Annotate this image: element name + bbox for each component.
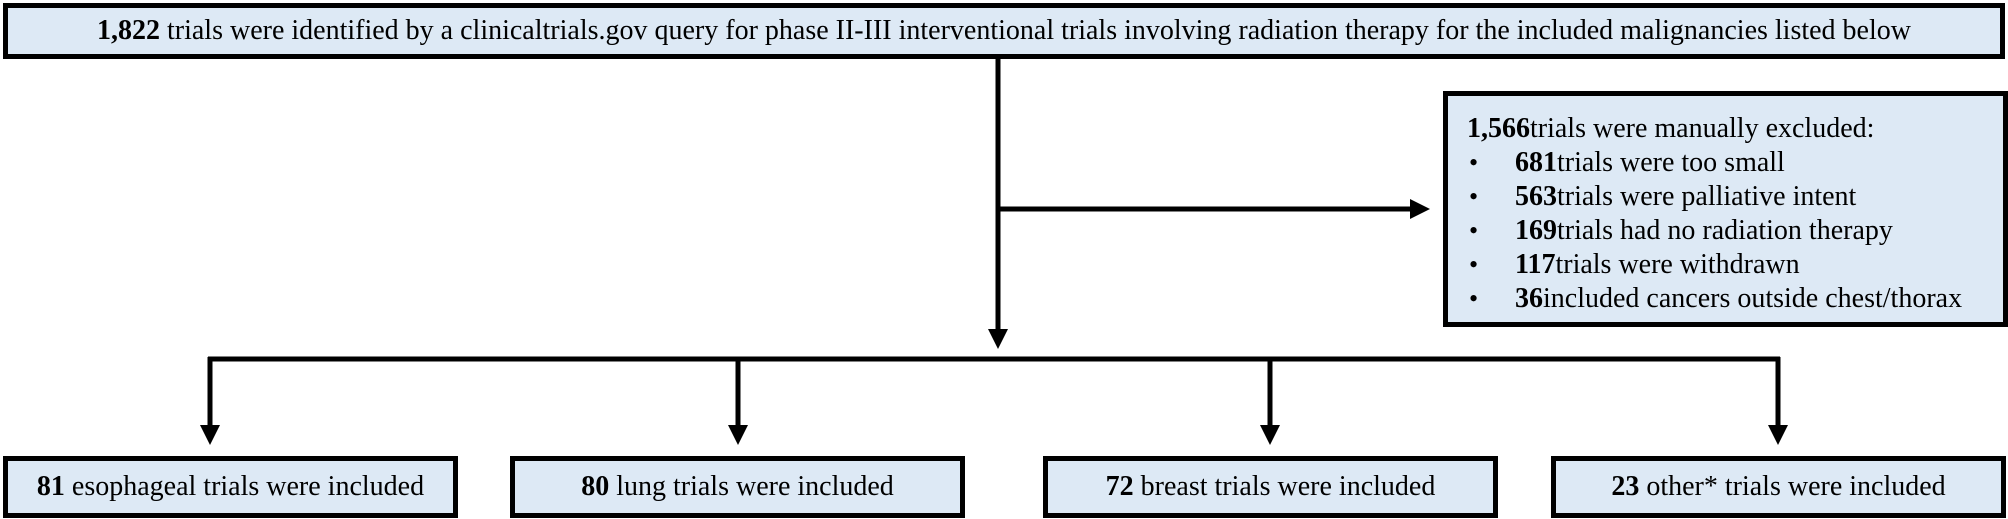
exclusion-reason-item: • 169 trials had no radiation therapy xyxy=(1467,214,2003,248)
identified-description: trials were identified by a clinicaltria… xyxy=(160,15,1911,46)
bullet-icon: • xyxy=(1469,284,1479,313)
excluded-count: 1,566 xyxy=(1467,113,1530,144)
exclusion-reason-count: 36 xyxy=(1515,283,1543,314)
esophageal-included-text: 81 esophageal trials were included xyxy=(37,473,424,501)
esophageal-count: 81 xyxy=(36,471,65,502)
exclusion-reason-count: 681 xyxy=(1515,147,1557,178)
exclusion-reasons-list: • 681 trials were too small • 563 trials w… xyxy=(1467,146,2003,316)
bullet-icon: • xyxy=(1469,250,1479,279)
exclusion-reason-item: • 117 trials were withdrawn xyxy=(1467,248,2003,282)
exclusion-reason-text: trials had no radiation therapy xyxy=(1557,215,1893,246)
exclusion-reason-count: 169 xyxy=(1515,215,1557,246)
exclusion-reason-text: trials were too small xyxy=(1557,147,1785,178)
identified-trials-box: 1,822 trials were identified by a clinic… xyxy=(3,3,2005,59)
bullet-icon: • xyxy=(1469,216,1479,245)
lung-count: 80 xyxy=(581,471,610,502)
breast-included-box: 72 breast trials were included xyxy=(1043,456,1498,518)
exclusion-reason-item: • 563 trials were palliative intent xyxy=(1467,180,2003,214)
breast-included-text: 72 breast trials were included xyxy=(1106,473,1436,501)
other-description: other* trials were included xyxy=(1639,471,1946,502)
breast-count: 72 xyxy=(1105,471,1134,502)
exclusion-reason-text: trials were palliative intent xyxy=(1557,181,1857,212)
lung-included-box: 80 lung trials were included xyxy=(510,456,965,518)
esophageal-included-box: 81 esophageal trials were included xyxy=(3,456,458,518)
exclusion-reason-count: 563 xyxy=(1515,181,1557,212)
exclusion-reason-count: 117 xyxy=(1515,249,1556,280)
exclusion-reason-text: included cancers outside chest/thorax xyxy=(1543,283,1963,314)
breast-description: breast trials were included xyxy=(1133,471,1436,502)
exclusion-reason-item: • 681 trials were too small xyxy=(1467,146,2003,180)
lung-included-text: 80 lung trials were included xyxy=(581,473,894,501)
identified-count: 1,822 xyxy=(97,15,160,46)
excluded-title-text: trials were manually excluded: xyxy=(1530,113,1875,144)
excluded-title: 1,566 trials were manually excluded: xyxy=(1467,112,2003,146)
bullet-icon: • xyxy=(1469,148,1479,177)
exclusion-reason-text: trials were withdrawn xyxy=(1555,249,1800,280)
other-included-box: 23 other* trials were included xyxy=(1551,456,2006,518)
esophageal-description: esophageal trials were included xyxy=(64,471,425,502)
bullet-icon: • xyxy=(1469,182,1479,211)
other-count: 23 xyxy=(1611,471,1640,502)
excluded-trials-box: 1,566 trials were manually excluded: • 68… xyxy=(1443,91,2008,327)
lung-description: lung trials were included xyxy=(609,471,894,502)
identified-trials-text: 1,822 trials were identified by a clinic… xyxy=(97,17,1911,45)
other-included-text: 23 other* trials were included xyxy=(1611,473,1945,501)
exclusion-reason-item: • 36 included cancers outside chest/thora… xyxy=(1467,282,2003,316)
